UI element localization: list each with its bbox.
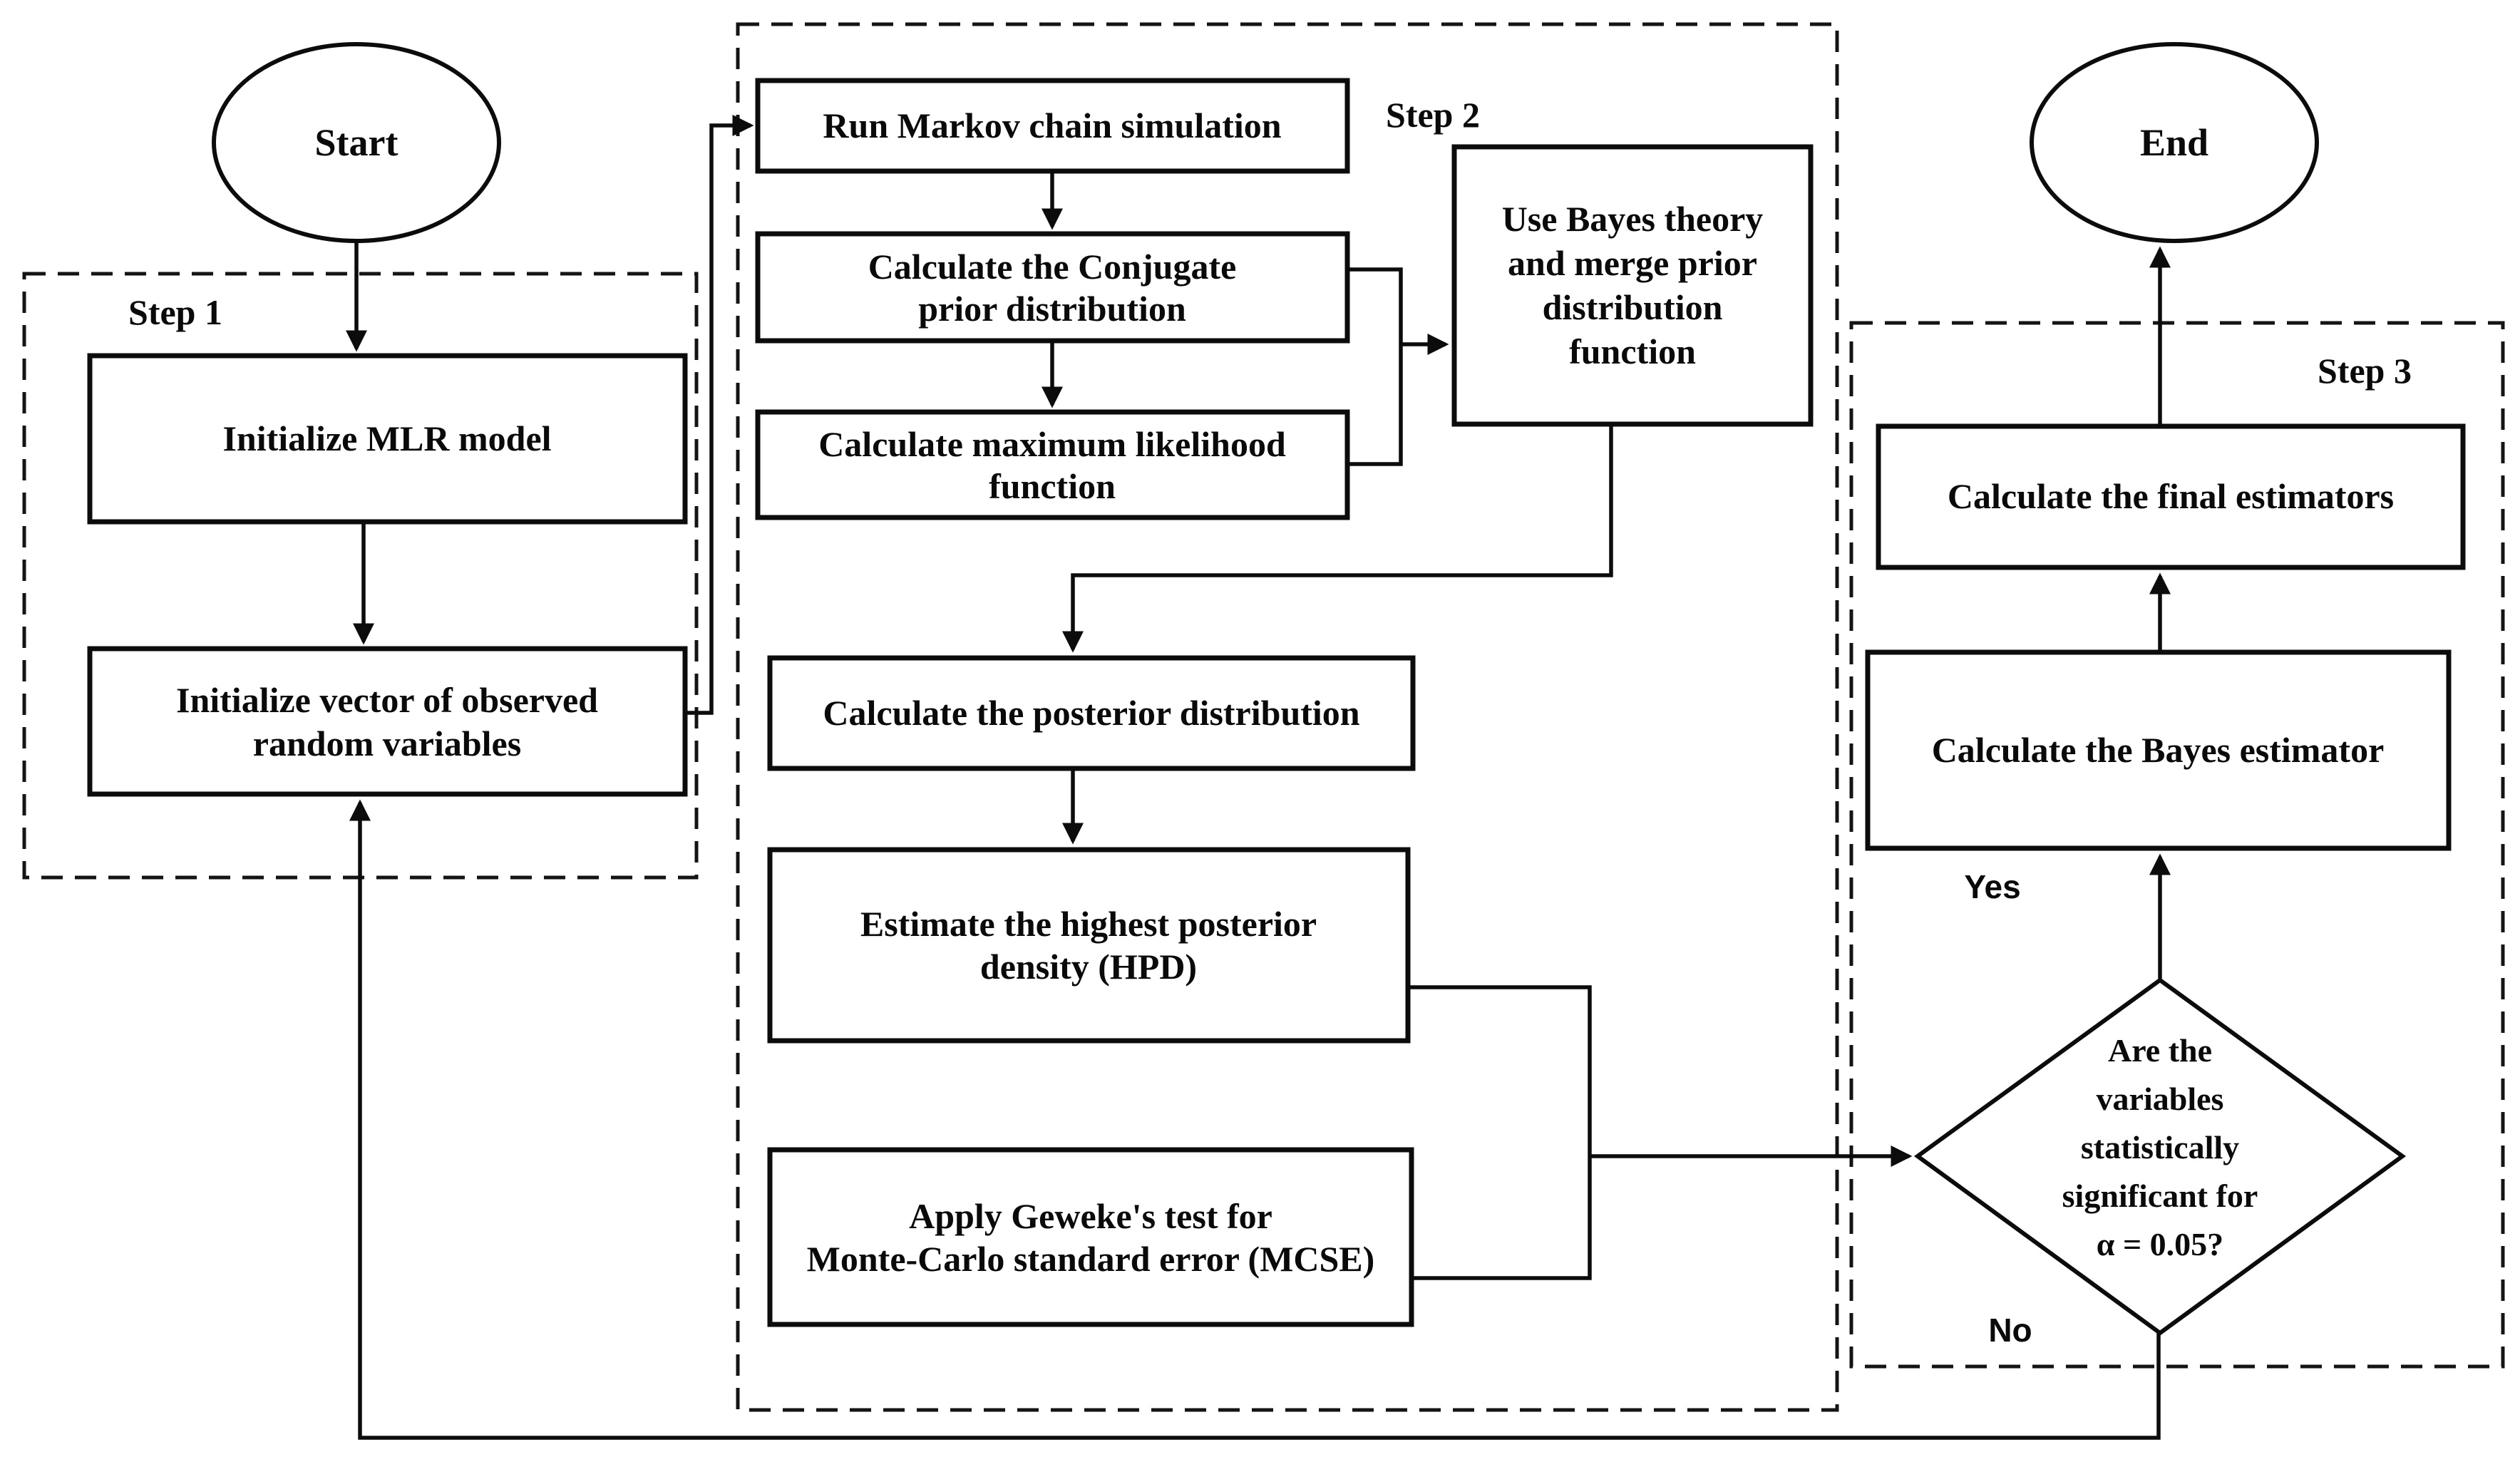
step3-label: Step 3 [2318,351,2412,391]
bayes-theory-text-line1: Use Bayes theory [1502,199,1764,239]
step2-dashed-border [736,22,1839,1412]
edge-bayes-theory-to-posterior [1061,424,1613,653]
init-mlr-box [87,353,688,525]
start-ellipse [212,42,501,243]
edge-no-decision-to-init-vector [349,799,2161,1440]
hpd-text-line1: Estimate the highest posterior [860,904,1317,944]
node-bayes-estimator: Calculate the Bayes estimator [1865,649,2452,851]
step3-dashed-border [1849,321,2505,1369]
decision-text-line5: α = 0.05? [2097,1226,2223,1262]
posterior-box [767,655,1416,771]
decision-text-line4: significant for [2062,1178,2258,1214]
node-init-vector: Initialize vector of observed random var… [87,646,688,797]
max-likelihood-text-line1: Calculate maximum likelihood [818,424,1286,464]
geweke-text-line2: Monte-Carlo standard error (MCSE) [807,1239,1375,1279]
init-vector-text-line2: random variables [253,724,521,763]
decision-diamond [1913,977,2407,1336]
posterior-text: Calculate the posterior distribution [823,693,1359,733]
node-bayes-theory: Use Bayes theory and merge prior distrib… [1451,144,1814,427]
step2-label: Step 2 [1386,95,1480,135]
step2-container: Step 2 [736,22,1839,1412]
decision-text-line3: statistically [2081,1129,2239,1165]
node-posterior: Calculate the posterior distribution [767,655,1416,771]
decision-text-line1: Are the [2108,1032,2212,1069]
node-conjugate-prior: Calculate the Conjugate prior distributi… [755,231,1350,344]
final-estimators-text: Calculate the final estimators [1948,476,2394,516]
bayes-theory-text-line3: distribution [1543,287,1723,327]
bayes-estimator-text: Calculate the Bayes estimator [1932,730,2385,770]
edge-init-vector-to-run-markov [685,114,754,715]
start-text: Start [315,121,398,164]
bayes-estimator-box [1865,649,2452,851]
run-markov-text: Run Markov chain simulation [823,105,1281,145]
final-estimators-box [1876,423,2466,570]
node-run-markov: Run Markov chain simulation [755,78,1350,174]
terminal-end: End [2030,42,2319,243]
step1-label: Step 1 [128,292,222,332]
hpd-box [767,847,1411,1044]
max-likelihood-text-line2: function [989,466,1116,506]
run-markov-box [755,78,1350,174]
terminal-start: Start [212,42,501,243]
decision-significance: Are the variables statistically signific… [1913,977,2407,1336]
geweke-box [767,1147,1414,1327]
edge-bus-conjugate-likelihood [1347,267,1403,466]
edge-bus-hpd-geweke [1408,985,1592,1280]
node-init-mlr: Initialize MLR model [87,353,688,525]
hpd-text-line2: density (HPD) [980,947,1197,987]
geweke-text-line1: Apply Geweke's test for [909,1196,1272,1236]
conjugate-prior-box [755,231,1350,344]
node-hpd: Estimate the highest posterior density (… [767,847,1411,1044]
bayes-theory-text-line4: function [1569,331,1696,371]
init-vector-box [87,646,688,797]
end-ellipse [2030,42,2319,243]
node-geweke: Apply Geweke's test for Monte-Carlo stan… [767,1147,1414,1327]
bayes-theory-text-line2: and merge prior [1508,243,1757,283]
decision-text-line2: variables [2097,1081,2224,1117]
node-max-likelihood: Calculate maximum likelihood function [755,409,1350,520]
max-likelihood-box [755,409,1350,520]
end-text: End [2140,121,2208,164]
edges [345,114,2171,1440]
conjugate-prior-text-line2: prior distribution [918,289,1186,329]
conjugate-prior-text-line1: Calculate the Conjugate [868,247,1237,287]
step3-container: Step 3 [1849,321,2505,1369]
yes-branch-label: Yes [1964,868,2020,905]
init-vector-text-line1: Initialize vector of observed [176,680,598,720]
init-mlr-text: Initialize MLR model [222,418,551,458]
node-final-estimators: Calculate the final estimators [1876,423,2466,570]
no-branch-label: No [1988,1312,2032,1349]
bayes-theory-box [1451,144,1814,427]
